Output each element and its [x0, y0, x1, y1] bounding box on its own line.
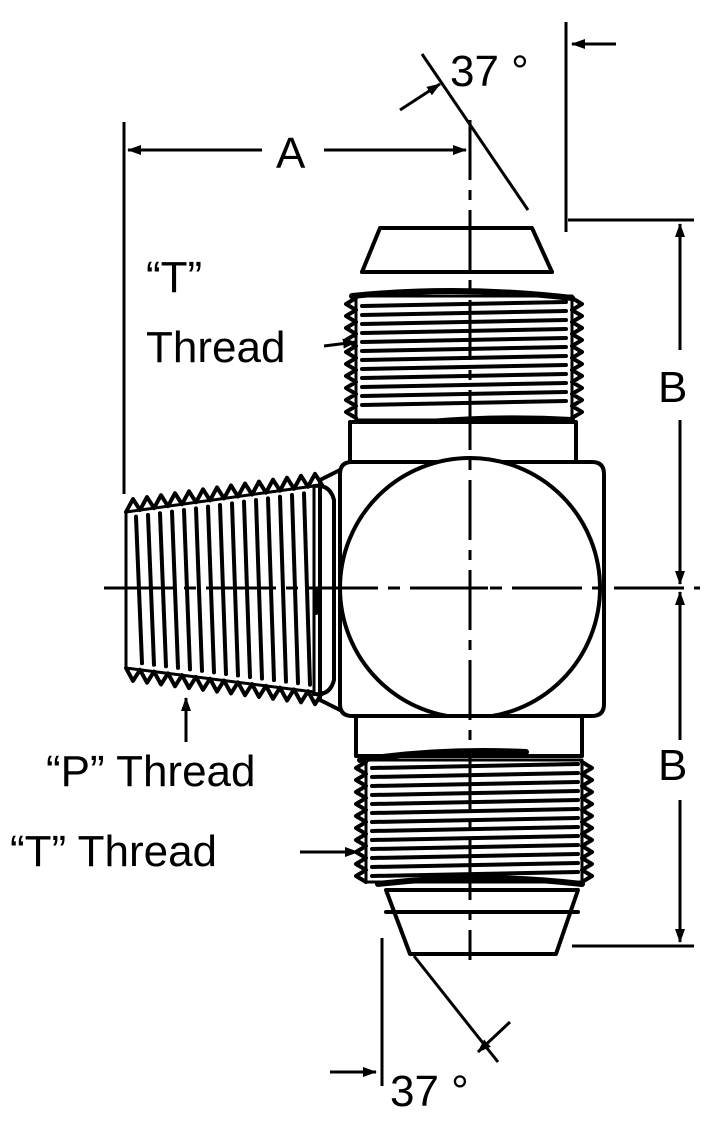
thread-crest-line [370, 816, 580, 824]
thread-crest-line [370, 762, 580, 770]
thread-crest-line [370, 825, 580, 833]
bottom-flare-end [384, 888, 580, 956]
thread-crest-line [370, 861, 580, 869]
thread-crest-line [146, 512, 156, 667]
dim-b-lower-label: B [658, 741, 687, 790]
thread-profile-left [354, 760, 368, 884]
angle-bottom-label: 37 ° [390, 1067, 469, 1116]
top-neck [348, 420, 578, 464]
thread-profile-bottom [124, 666, 324, 707]
thread-crest-line [278, 494, 288, 684]
thread-crest-line [370, 780, 580, 788]
thread-profile-left [344, 296, 358, 420]
angle-top-arrow [399, 82, 441, 112]
thread-crest-line [360, 327, 568, 335]
thread-crest-line [360, 300, 568, 308]
top-t-thread [344, 287, 584, 425]
thread-profile-right [570, 296, 584, 420]
t-thread-top-label-line2: Thread [146, 323, 285, 372]
thread-crest-line [360, 390, 568, 398]
top-flare-end [360, 226, 554, 274]
center-lines [104, 120, 700, 960]
thread-crest-line [360, 354, 568, 362]
thread-crest-line [370, 798, 580, 806]
thread-crest-line [370, 852, 580, 860]
dim-b-upper-label: B [658, 363, 687, 412]
thread-crest-line [360, 318, 568, 326]
thread-crest-line [360, 399, 568, 407]
thread-crest-line [360, 372, 568, 380]
thread-crest-line [370, 834, 580, 842]
thread-crest-line [182, 507, 192, 672]
center-cross [452, 570, 488, 606]
thread-crest-line [360, 345, 568, 353]
thread-crest-line [360, 363, 568, 371]
thread-profile-top [124, 471, 324, 514]
dimensions [122, 22, 694, 1086]
thread-crest-line [134, 514, 144, 666]
t-thread-top-label-line1: “T” [146, 253, 202, 302]
thread-crest-line [370, 870, 580, 878]
thread-crest-line [194, 506, 204, 673]
thread-crest-line [206, 504, 216, 675]
thread-crest-line [370, 807, 580, 815]
t-thread-bottom-label: “T” Thread [10, 827, 217, 876]
p-thread-label: “P” Thread [46, 747, 256, 796]
thread-crest-line [370, 771, 580, 779]
angle-bottom-arrow [476, 1020, 512, 1054]
bottom-t-thread [354, 748, 594, 887]
thread-crest-line [370, 789, 580, 797]
thread-crest-line [360, 381, 568, 389]
dim-a-label: A [276, 129, 306, 178]
thread-crest-line [158, 511, 168, 669]
thread-crest-line [170, 509, 180, 670]
angle-top-flare-line [420, 53, 530, 211]
thread-crest-line [360, 336, 568, 344]
thread-crest-line [370, 843, 580, 851]
angle-top-label: 37 ° [450, 47, 529, 96]
thread-crest-line [302, 491, 312, 687]
thread-crest-line [360, 309, 568, 317]
t-thread-top-leader [323, 338, 357, 349]
thread-profile-right [580, 760, 594, 884]
